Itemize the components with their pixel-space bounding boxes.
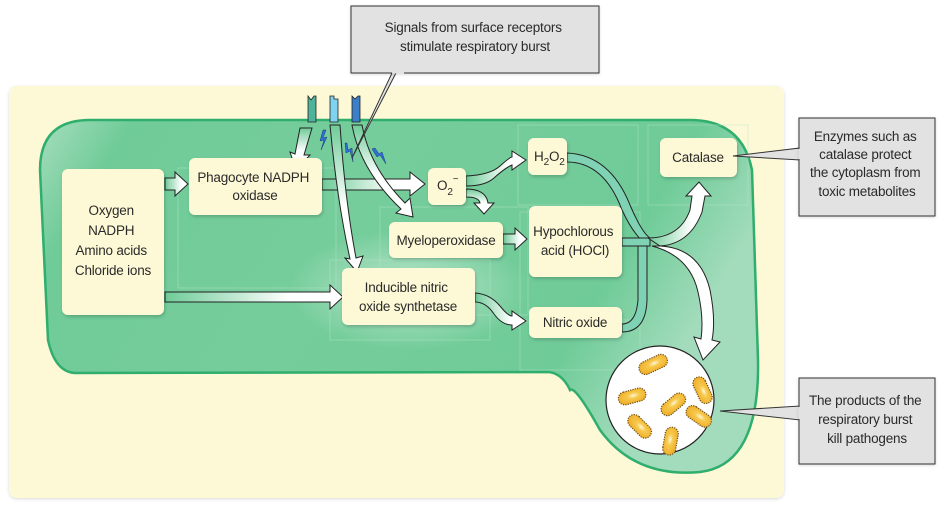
nitric-oxide-label: Nitric oxide bbox=[543, 315, 607, 330]
arrow-receptor-to-myeloperoxidase bbox=[351, 124, 414, 218]
node-myeloperoxidase bbox=[389, 222, 503, 258]
hypochlorous-acid-label: Hypochlorous acid (HOCl) bbox=[533, 224, 617, 258]
node-hypochlorous-acid bbox=[529, 206, 622, 277]
pathogen-group bbox=[617, 353, 713, 456]
pathogen bbox=[617, 387, 647, 406]
arrow-substrates-to-inos bbox=[164, 283, 344, 311]
node-catalase bbox=[660, 138, 737, 177]
pathogen bbox=[692, 376, 713, 405]
node-h2o2 bbox=[528, 138, 567, 175]
callout-signals bbox=[350, 5, 600, 159]
pathogen bbox=[685, 405, 712, 428]
substrates-label: Oxygen NADPH Amino acids Chloride ions bbox=[75, 203, 152, 278]
catalase-label: Catalase bbox=[672, 150, 724, 165]
pathogen bbox=[662, 426, 679, 456]
pathogen bbox=[660, 392, 687, 417]
node-inos bbox=[342, 268, 475, 325]
pathogen bbox=[627, 413, 653, 439]
surface-receptors bbox=[307, 94, 361, 123]
products-merge-band bbox=[566, 152, 651, 333]
node-superoxide bbox=[428, 168, 466, 205]
receptor-3 bbox=[351, 95, 361, 123]
receptor-2 bbox=[329, 95, 339, 123]
arrow-merge-to-pathogens bbox=[651, 245, 721, 361]
nadph-oxidase-label: Phagocyte NADPH oxidase bbox=[197, 170, 312, 203]
node-nadph-oxidase bbox=[189, 158, 322, 215]
callout-enzymes-text: Enzymes such as catalase protect the cyt… bbox=[810, 129, 924, 199]
signal-bolts bbox=[319, 129, 387, 165]
arrow-superoxide-to-h2o2 bbox=[465, 150, 527, 187]
callout-signals-text: Signals from surface receptors stimulate… bbox=[385, 20, 566, 54]
callout-products bbox=[719, 377, 936, 465]
pathogen bbox=[638, 353, 669, 376]
phagosome-pathogens bbox=[605, 345, 715, 456]
arrow-nadph-oxidase-to-superoxide bbox=[321, 170, 426, 198]
node-nitric-oxide bbox=[529, 307, 622, 338]
myeloperoxidase-label: Myeloperoxidase bbox=[396, 233, 495, 248]
lightning-bolt-icon bbox=[371, 147, 387, 165]
arrow-inos-to-nitric-oxide bbox=[474, 292, 527, 331]
lightning-bolt-icon bbox=[319, 129, 328, 151]
lightning-bolt-icon bbox=[344, 142, 354, 163]
arrow-substrates-to-nadph-oxidase bbox=[164, 170, 189, 198]
arrow-receptor-to-inos bbox=[329, 124, 364, 273]
superoxide-label: O2− bbox=[437, 174, 459, 198]
arrow-superoxide-to-myeloperoxidase bbox=[465, 188, 496, 215]
arrow-myeloperoxidase-to-hocl bbox=[502, 226, 528, 252]
callout-enzymes bbox=[732, 117, 936, 217]
inos-label: Inducible nitric oxide synthetase bbox=[359, 280, 457, 314]
receptor-1 bbox=[307, 94, 317, 123]
callout-products-text: The products of the respiratory burst ki… bbox=[809, 393, 925, 446]
arrow-merge-to-catalase bbox=[646, 181, 713, 247]
h2o2-label: H2O2 bbox=[534, 149, 565, 168]
node-substrates bbox=[62, 169, 164, 315]
